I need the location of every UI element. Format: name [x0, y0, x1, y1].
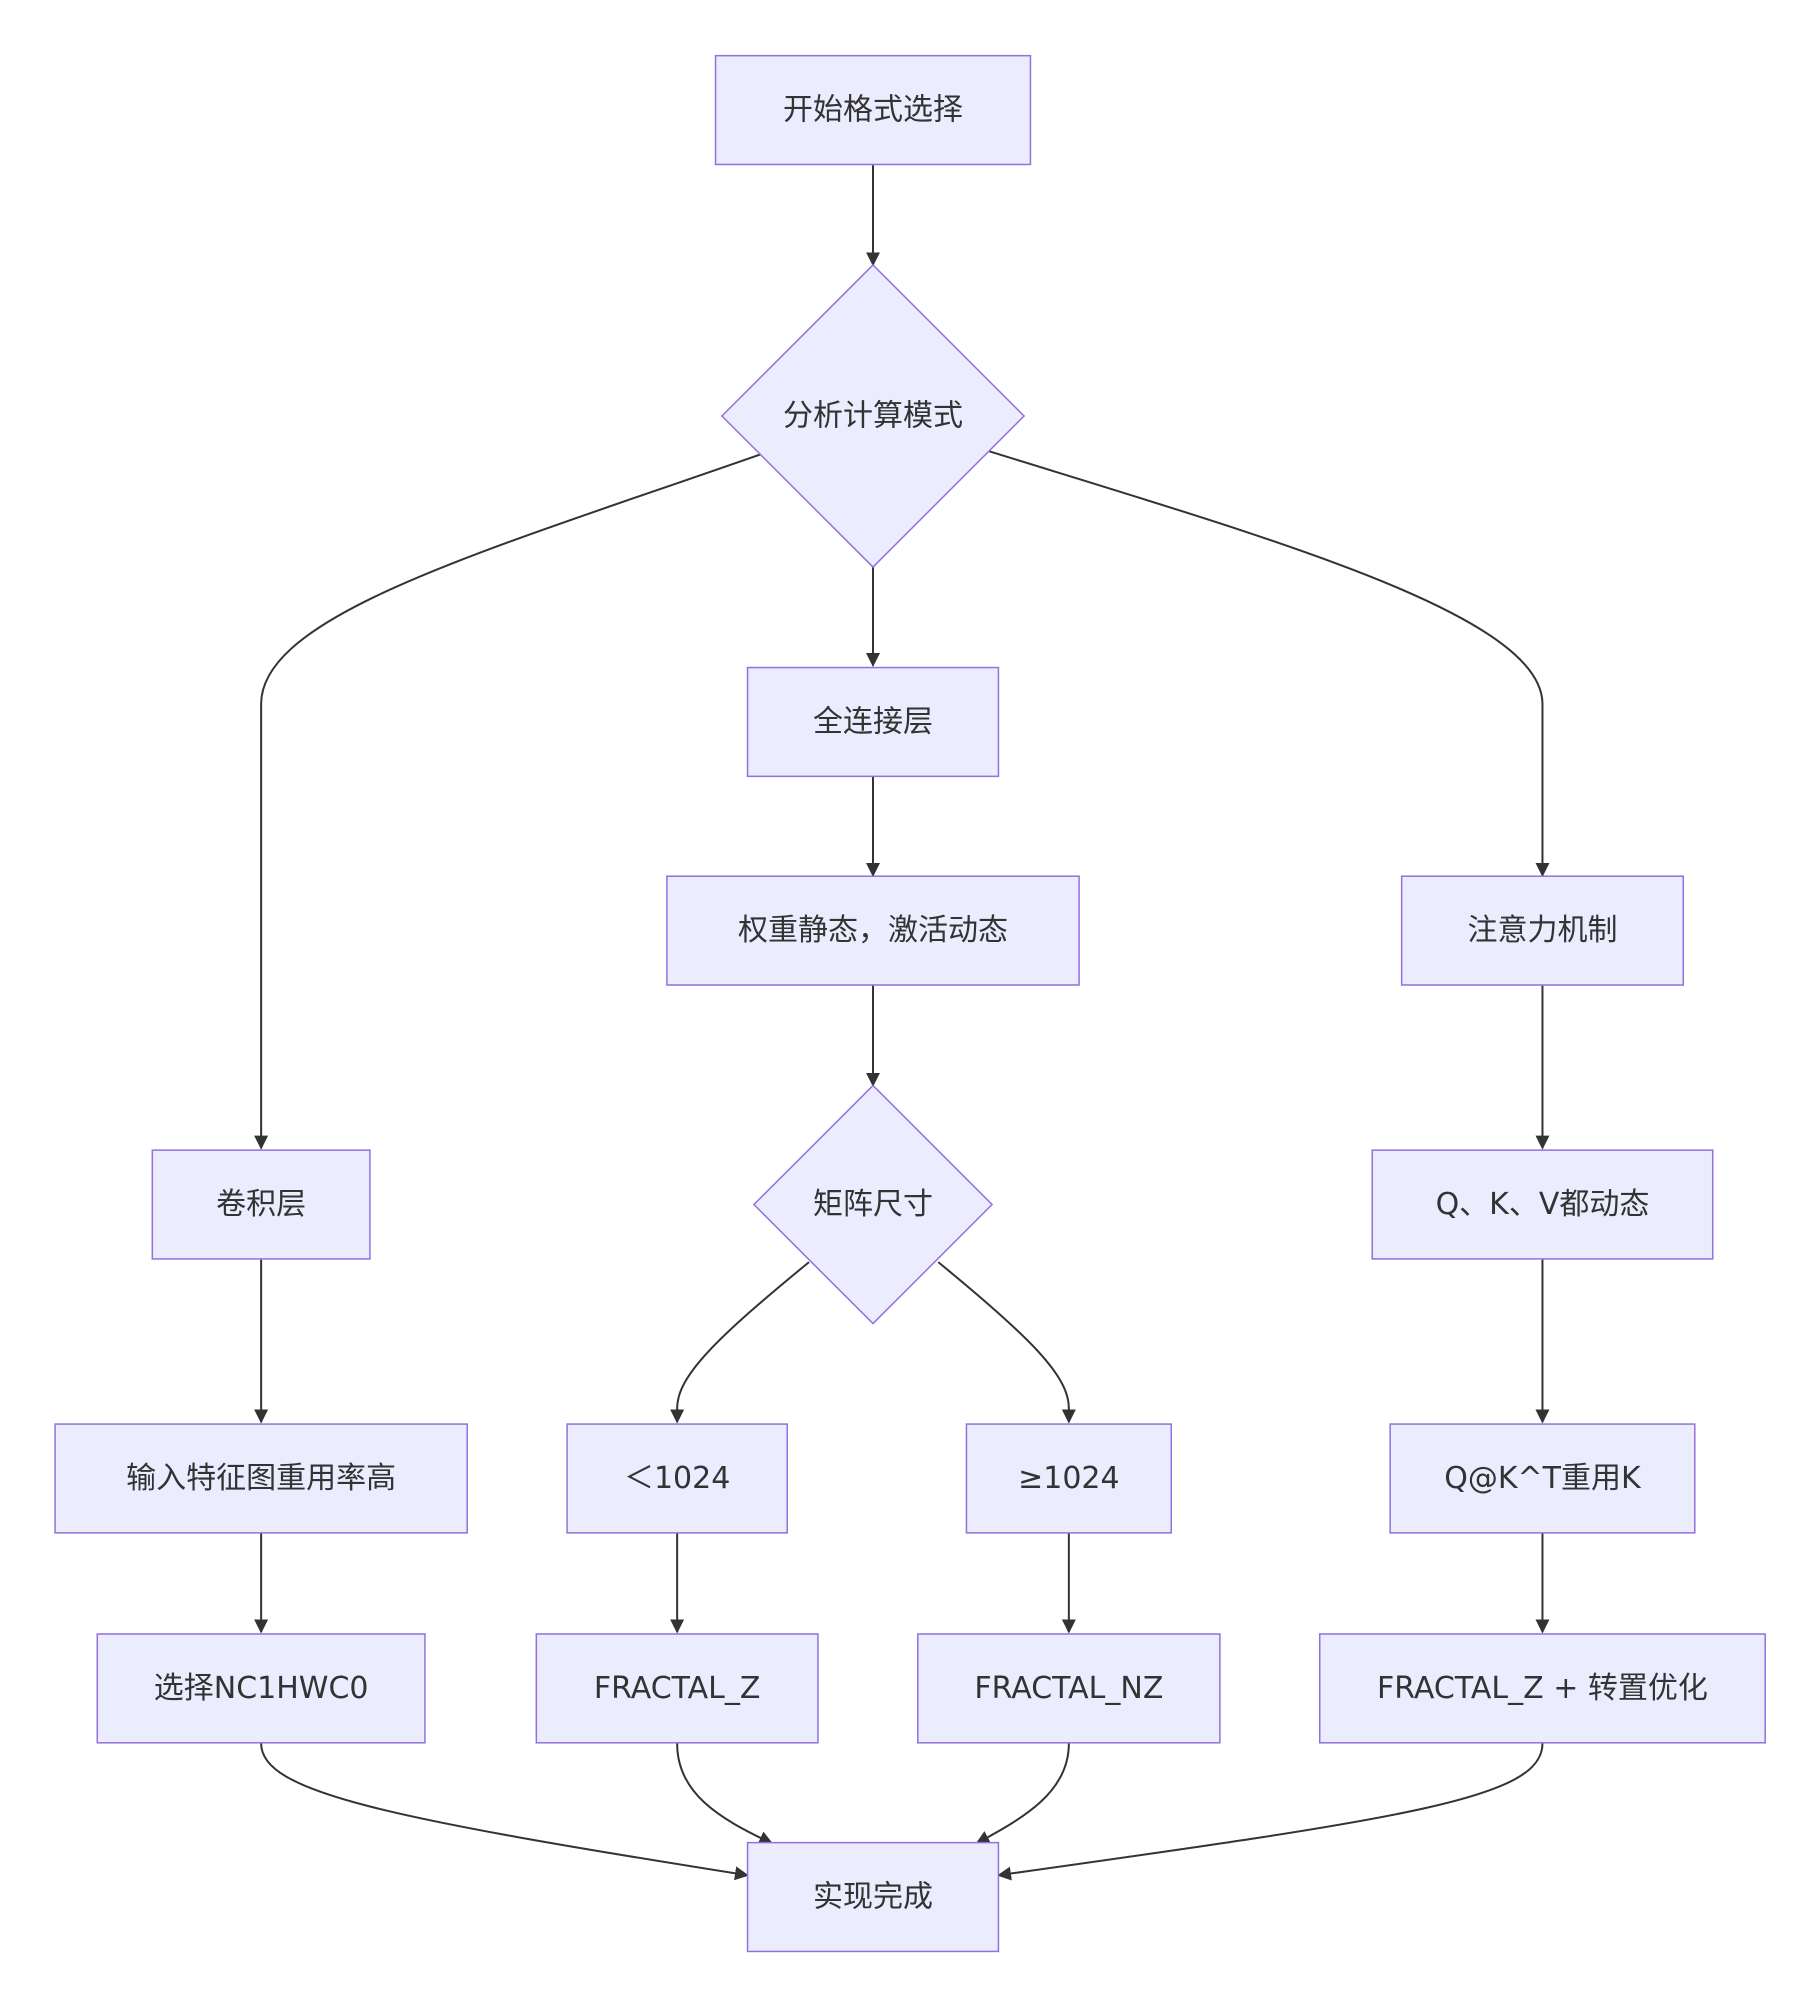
process-box [566, 1423, 788, 1534]
node-weights: 权重静态，激活动态 [666, 875, 1080, 986]
node-label: ＜1024 [624, 1461, 730, 1496]
node-label: FRACTAL_Z + 转置优化 [1377, 1671, 1708, 1706]
process-box [746, 1841, 1000, 1953]
process-box [965, 1423, 1172, 1534]
edge-fzt-done [997, 1743, 1544, 1881]
node-label: 全连接层 [813, 704, 933, 739]
node-label: FRACTAL_NZ [974, 1671, 1163, 1706]
process-box [1318, 1633, 1766, 1744]
node-label: 矩阵尺寸 [813, 1187, 933, 1222]
node-label: ≥1024 [1018, 1461, 1119, 1496]
decision-diamond [720, 263, 1026, 569]
edge-nc1-done [260, 1743, 749, 1881]
node-label: Q@K^T重用K [1444, 1461, 1642, 1496]
node-attn: 注意力机制 [1400, 875, 1685, 986]
process-box [746, 666, 1000, 778]
edge-analyze-conv [254, 453, 761, 1150]
edge-matsize-ge [937, 1261, 1076, 1424]
node-fzt: FRACTAL_Z + 转置优化 [1318, 1633, 1766, 1744]
edge-fz-done [676, 1743, 774, 1845]
node-label: 权重静态，激活动态 [738, 913, 1008, 948]
node-label: Q、K、V都动态 [1436, 1187, 1650, 1222]
node-label: FRACTAL_Z [594, 1671, 761, 1706]
node-fz: FRACTAL_Z [535, 1633, 819, 1744]
node-label: 分析计算模式 [783, 399, 963, 434]
process-box [54, 1423, 468, 1534]
node-fc: 全连接层 [746, 666, 1000, 778]
node-start: 开始格式选择 [714, 54, 1032, 166]
edge-matsize-lt [670, 1261, 810, 1424]
process-box [96, 1633, 426, 1744]
node-analyze: 分析计算模式 [720, 263, 1026, 569]
node-matsize: 矩阵尺寸 [752, 1084, 994, 1325]
edge-fnz-done [975, 1743, 1070, 1845]
decision-diamond [752, 1084, 994, 1325]
node-qk: Q@K^T重用K [1389, 1423, 1696, 1534]
node-qkv: Q、K、V都动态 [1371, 1149, 1714, 1260]
process-box [1389, 1423, 1696, 1534]
node-reuse: 输入特征图重用率高 [54, 1423, 468, 1534]
process-box [535, 1633, 819, 1744]
edges-layer [254, 165, 1550, 1881]
node-done: 实现完成 [746, 1841, 1000, 1953]
node-label: 卷积层 [216, 1187, 306, 1222]
node-lt: ＜1024 [566, 1423, 788, 1534]
process-box [917, 1633, 1221, 1744]
process-box [1400, 875, 1685, 986]
node-fnz: FRACTAL_NZ [917, 1633, 1221, 1744]
node-label: 实现完成 [813, 1880, 933, 1915]
node-label: 开始格式选择 [783, 93, 963, 128]
process-box [714, 54, 1032, 166]
edge-analyze-attn [986, 449, 1550, 877]
node-label: 注意力机制 [1467, 913, 1617, 948]
node-label: 选择NC1HWC0 [154, 1671, 369, 1706]
process-box [1371, 1149, 1714, 1260]
node-nc1: 选择NC1HWC0 [96, 1633, 426, 1744]
node-label: 输入特征图重用率高 [126, 1461, 396, 1496]
process-box [151, 1149, 371, 1260]
node-conv: 卷积层 [151, 1149, 371, 1260]
process-box [666, 875, 1080, 986]
node-ge: ≥1024 [965, 1423, 1172, 1534]
